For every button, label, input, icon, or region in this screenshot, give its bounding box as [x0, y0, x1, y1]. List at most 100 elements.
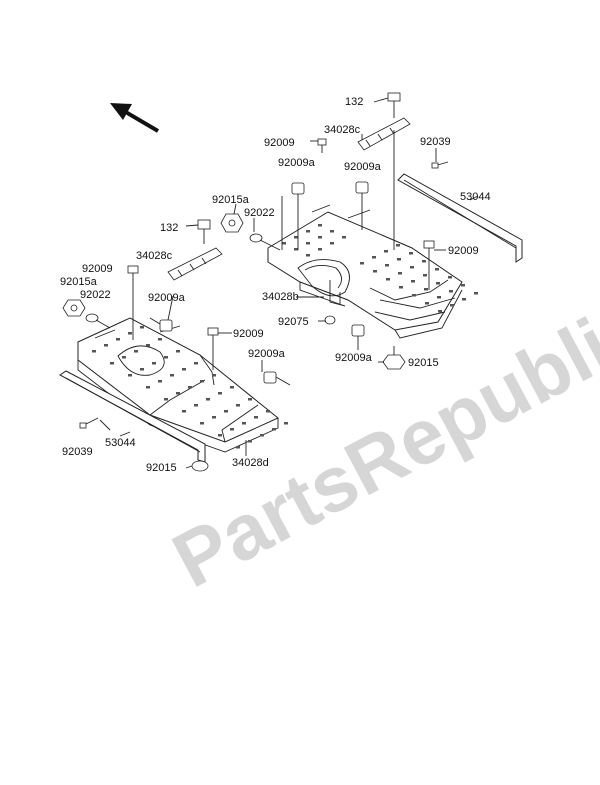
perforation-hole [412, 294, 416, 297]
perforation-hole [384, 250, 388, 253]
label-92009a-center: 92009a [248, 348, 286, 360]
clip-strip-34028c-left-icon [167, 247, 223, 281]
perforation-hole [461, 284, 465, 287]
perforation-hole [200, 422, 204, 425]
perforation-hole [116, 338, 120, 341]
perforation-hole [294, 248, 298, 251]
label-92039-right: 92039 [420, 136, 451, 148]
bolt-92009a-upper-icon [291, 182, 305, 250]
perforation-hole [152, 362, 156, 365]
perforation-hole [306, 230, 310, 233]
perforation-hole [318, 224, 322, 227]
nut-92015a-upper-icon [220, 213, 244, 233]
perforation-hole [122, 356, 126, 359]
perforation-hole [272, 428, 276, 431]
label-92015a-upper: 92015a [212, 194, 250, 206]
perforation-hole [462, 298, 466, 301]
label-132-top: 132 [345, 96, 363, 108]
bolt-92009-right-icon [423, 240, 435, 290]
perforation-hole [176, 350, 180, 353]
label-92009-right: 92009 [448, 245, 479, 257]
perforation-hole [212, 374, 216, 377]
perforation-hole [230, 386, 234, 389]
bolt-132-left-icon [197, 219, 211, 244]
perforation-hole [128, 332, 132, 335]
nut-92015a-left-icon [62, 299, 86, 317]
perforation-hole [397, 258, 401, 261]
perforation-hole [282, 242, 286, 245]
bolt-92009-top-icon [317, 138, 327, 153]
perforation-hole [242, 422, 246, 425]
bolt-132-top-icon [387, 92, 401, 118]
label-132-left: 132 [160, 222, 178, 234]
perforation-hole [248, 398, 252, 401]
perforation-hole [236, 446, 240, 449]
perforation-hole [318, 236, 322, 239]
perforation-hole [424, 288, 428, 291]
perforation-hole [212, 416, 216, 419]
perforation-hole [176, 392, 180, 395]
perforation-hole [236, 404, 240, 407]
perforation-hole [206, 398, 210, 401]
label-34028b: 34028b [262, 291, 299, 303]
perforation-hole [373, 270, 377, 273]
perforation-hole [92, 350, 96, 353]
label-92009a-left: 92009a [148, 292, 186, 304]
perforation-hole [410, 266, 414, 269]
perforation-hole [194, 362, 198, 365]
label-34028c-left: 34028c [136, 250, 173, 262]
perforation-hole [411, 280, 415, 283]
perforation-hole [194, 404, 198, 407]
perforation-hole [435, 268, 439, 271]
perforation-hole [200, 380, 204, 383]
label-92009a-lower: 92009a [335, 352, 373, 364]
perforation-hole [330, 242, 334, 245]
perforation-hole [158, 380, 162, 383]
perforation-hole [260, 434, 264, 437]
perforation-hole [140, 326, 144, 329]
left-plate-holes [92, 326, 288, 449]
perforation-hole [425, 302, 429, 305]
perforation-hole [360, 262, 364, 265]
perforation-hole [423, 274, 427, 277]
perforation-hole [330, 230, 334, 233]
perforation-hole [294, 236, 298, 239]
label-92075: 92075 [278, 316, 309, 328]
pin-92039-right-icon [431, 161, 449, 169]
perforation-hole [164, 356, 168, 359]
perforation-hole [104, 344, 108, 347]
bolt-92009a-center-icon [263, 371, 291, 386]
bolt-92009a-mid-icon [355, 181, 369, 230]
perforation-hole [306, 254, 310, 257]
perforation-hole [450, 304, 454, 307]
leader-lines [99, 97, 479, 469]
perforation-hole [342, 236, 346, 239]
label-92009-center: 92009 [233, 328, 264, 340]
perforation-hole [248, 440, 252, 443]
perforation-hole [399, 286, 403, 289]
perforation-hole [409, 252, 413, 255]
bolt-92009-left-icon [127, 265, 139, 340]
label-92015-right: 92015 [408, 357, 439, 369]
perforation-hole [386, 278, 390, 281]
label-53044-left: 53044 [105, 437, 136, 449]
perforation-hole [182, 368, 186, 371]
clip-strip-34028c-right-icon [357, 117, 411, 151]
label-92009-left: 92009 [82, 263, 113, 275]
label-34028c-right: 34028c [324, 124, 361, 136]
perforation-hole [146, 344, 150, 347]
perforation-hole [436, 282, 440, 285]
label-92022-upper: 92022 [244, 207, 275, 219]
perforation-hole [284, 422, 288, 425]
front-direction-arrow-icon [110, 103, 160, 133]
bolt-92009a-left-icon [149, 317, 173, 332]
right-side-guard [397, 173, 523, 263]
perforation-hole [398, 272, 402, 275]
label-92009a-mid: 92009a [344, 161, 382, 173]
perforation-hole [422, 260, 426, 263]
collar-92075-icon [324, 315, 336, 325]
perforation-hole [218, 392, 222, 395]
perforation-hole [146, 386, 150, 389]
